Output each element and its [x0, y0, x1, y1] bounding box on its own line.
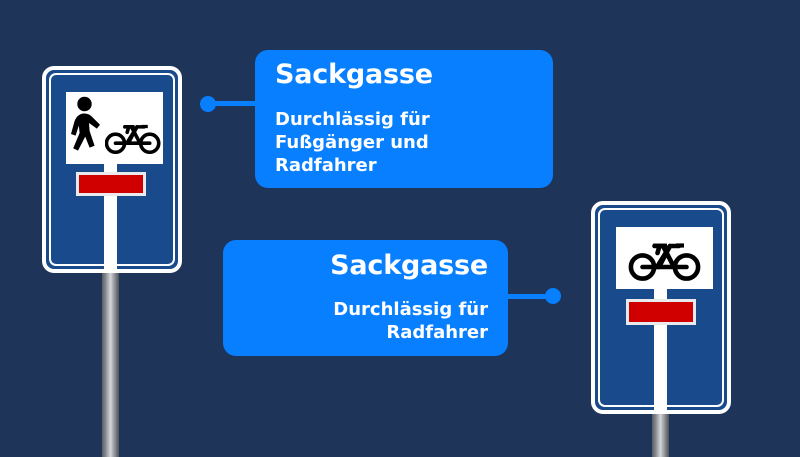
connector-line — [208, 101, 258, 106]
callout-body: Durchlässig für Radfahrer — [333, 299, 488, 344]
sign-red-bar — [626, 299, 696, 325]
callout-pedestrian-bike: Sackgasse Durchlässig für Fußgänger und … — [255, 50, 553, 188]
bicycle-icon — [105, 117, 161, 157]
pedestrian-icon — [70, 96, 104, 160]
callout-title: Sackgasse — [330, 249, 488, 281]
bicycle-icon — [626, 236, 704, 282]
callout-bike: Sackgasse Durchlässig für Radfahrer — [223, 240, 508, 356]
callout-title: Sackgasse — [275, 59, 433, 91]
connector-dot — [545, 288, 561, 304]
sign-red-bar — [76, 172, 146, 196]
callout-body: Durchlässig für Fußgänger und Radfahrer — [275, 108, 430, 176]
connector-line — [505, 294, 555, 299]
connector-dot — [200, 96, 216, 112]
